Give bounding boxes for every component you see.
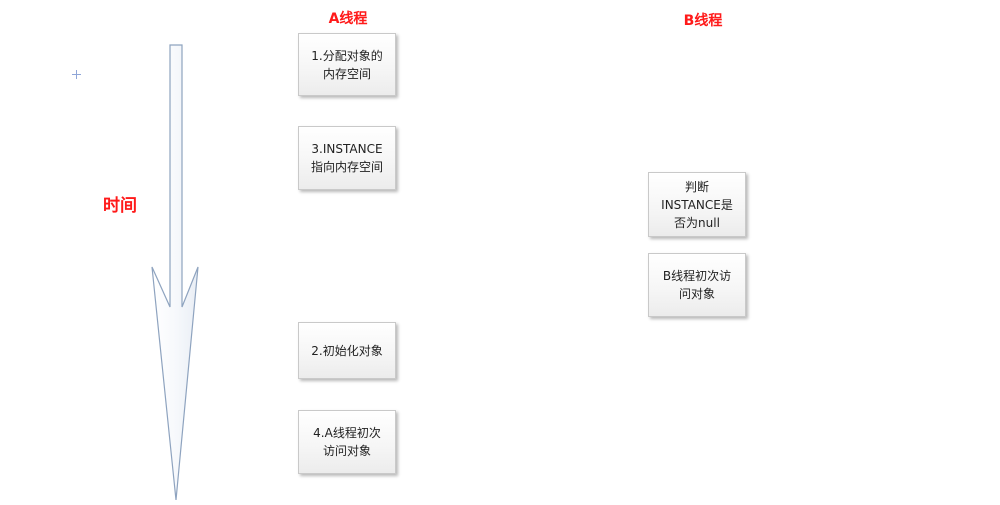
step-label: 2.初始化对象 [311,343,383,358]
time-arrow-icon [151,44,199,501]
thread-b-step-null-check: 判断 INSTANCE是 否为null [648,172,746,237]
thread-b-step-first-access: B线程初次访 问对象 [648,253,746,317]
thread-b-header: B线程 [683,13,723,29]
crosshair-cursor-icon [72,70,81,79]
thread-a-step-first-access: 4.A线程初次 访问对象 [298,410,396,474]
thread-a-step-assign-reference: 3.INSTANCE 指向内存空间 [298,126,396,190]
step-label: 判断 INSTANCE是 否为null [661,179,733,230]
step-label: 3.INSTANCE 指向内存空间 [310,142,383,174]
step-label: 4.A线程初次 访问对象 [313,426,381,458]
step-label: B线程初次访 问对象 [662,269,732,301]
thread-a-step-initialize-object: 2.初始化对象 [298,322,396,379]
thread-a-step-allocate-memory: 1.分配对象的 内存空间 [298,33,396,96]
time-axis-label: 时间 [103,196,137,216]
step-label: 1.分配对象的 内存空间 [311,48,383,81]
thread-a-header: A线程 [328,11,368,27]
